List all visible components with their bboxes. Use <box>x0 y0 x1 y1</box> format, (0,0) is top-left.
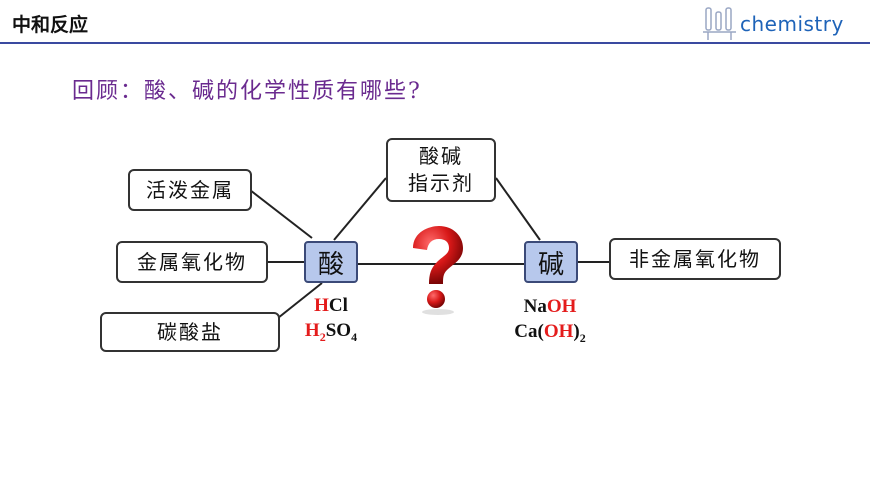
formula-hcl-rest: Cl <box>328 295 348 316</box>
header-divider <box>0 42 870 44</box>
lab-flask-logo-icon <box>703 7 736 40</box>
carbonate-box: 碳酸盐 <box>100 312 280 352</box>
red-3d-question-mark-icon <box>413 226 463 315</box>
formula-caoh2-oh: OH <box>543 320 574 342</box>
base-formulas: NaOH Ca(OH)2 <box>500 295 600 346</box>
carbonate-label: 碳酸盐 <box>157 319 223 344</box>
formula-hcl: HCl <box>300 294 362 319</box>
formula-h2so4: H2SO4 <box>300 319 362 345</box>
formula-naoh-na: Na <box>523 296 547 317</box>
connector-indicator-base <box>495 177 541 241</box>
page-title: 中和反应 <box>12 14 89 36</box>
nonmetal-oxide-box: 非金属氧化物 <box>609 238 781 280</box>
nonmetal-oxide-label: 非金属氧化物 <box>629 246 761 271</box>
connector-carbonate-acid <box>277 282 323 319</box>
chemistry-logo: chemistry <box>700 4 862 42</box>
indicator-label-line2: 指示剂 <box>408 171 474 195</box>
indicator-box: 酸碱 指示剂 <box>386 138 496 202</box>
connector-acid-indicator <box>333 177 387 241</box>
metal-oxide-box: 金属氧化物 <box>116 241 268 283</box>
base-label: 碱 <box>537 249 564 280</box>
logo-text: chemistry <box>740 12 844 36</box>
review-question: 回顾：酸、碱的化学性质有哪些? <box>72 79 422 104</box>
formula-caoh2-sub: 2 <box>579 330 586 345</box>
formula-h2so4-h: H <box>304 319 320 341</box>
formula-h2so4-so: SO <box>325 319 352 341</box>
formula-h2so4-so-sub: 4 <box>351 329 358 344</box>
acid-label: 酸 <box>317 249 344 280</box>
connector-active-metal-acid <box>249 189 313 239</box>
formula-caoh2: Ca(OH)2 <box>500 320 600 346</box>
formula-hcl-h: H <box>314 295 329 316</box>
acid-formulas: HCl H2SO4 <box>300 294 362 345</box>
formula-caoh2-close: ) <box>573 320 580 342</box>
metal-oxide-label: 金属氧化物 <box>137 249 247 274</box>
acid-node: 酸 <box>304 241 358 283</box>
base-node: 碱 <box>524 241 578 283</box>
indicator-label-line1: 酸碱 <box>419 144 463 168</box>
active-metal-label: 活泼金属 <box>146 177 234 202</box>
active-metal-box: 活泼金属 <box>128 169 252 211</box>
formula-naoh: NaOH <box>500 295 600 320</box>
formula-h2so4-h-sub: 2 <box>319 329 326 344</box>
formula-caoh2-ca: Ca( <box>514 320 544 342</box>
formula-naoh-oh: OH <box>546 296 577 317</box>
